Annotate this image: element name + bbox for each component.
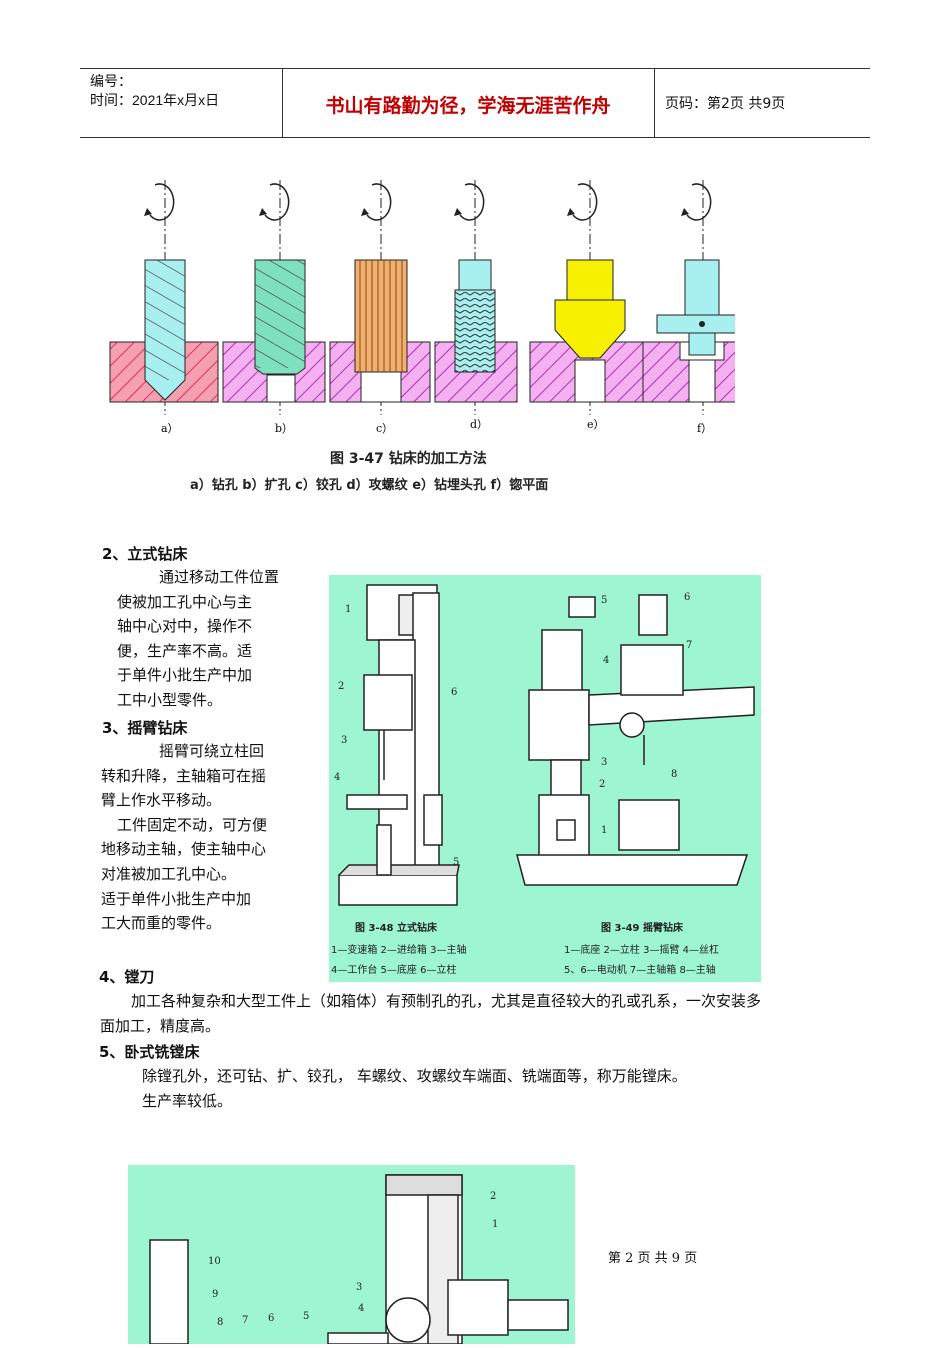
callout: 3: [601, 757, 607, 768]
header-meta: 编号： 时间：2021年x月x日: [90, 72, 280, 110]
radial-drill: [516, 594, 755, 886]
callout: 2: [338, 681, 344, 692]
text-line: 生产率较低。: [142, 1091, 233, 1110]
text-line: 面加工，精度高。: [100, 1016, 221, 1035]
text-line: 加工各种复杂和大型工件上（如箱体）有预制孔的孔，尤其是直径较大的孔或孔系，一次安…: [131, 992, 762, 1010]
sub-figure-labels: a） b） c） d） e） f）: [161, 418, 712, 435]
text-line: 臂上作水平移动。: [101, 791, 222, 810]
section-5-body: 除镗孔外，还可钻、扩、铰孔， 车螺纹、攻螺纹车端面、铣端面等，称万能镗床。 生产…: [142, 1064, 687, 1113]
code-label: 编号：: [90, 73, 132, 89]
callout: 10: [208, 1256, 221, 1267]
callout: 8: [217, 1317, 223, 1328]
callout: 4: [358, 1303, 364, 1314]
drilling-machines-figure: 1 2 3 4 5 6 1 2 3 4 5 6 7 8 图 3-48 立式钻床 …: [329, 575, 761, 982]
sub-label-c: c）: [376, 422, 393, 435]
callout: 1: [601, 825, 607, 836]
horizontal-boring-mill-figure: 2 1 10 9 3 4 8 7 6 5: [128, 1165, 575, 1345]
callout: 5: [453, 857, 459, 868]
footer-page-number: 第 2 页 共 9 页: [608, 1251, 698, 1266]
callout: 7: [242, 1315, 248, 1326]
drilling-methods-figure: a） b） c） d） e） f）: [109, 180, 735, 435]
method-a-drilling: [109, 180, 219, 415]
figure-347-title: 图 3-47 钻床的加工方法: [330, 451, 487, 467]
method-c-reaming: [329, 180, 431, 415]
text-line: 适于单件小批生产中加: [101, 889, 252, 908]
figure-captions: 图 3-48 立式钻床 1—变速箱 2—进给箱 3—主轴 4—工作台 5—底座 …: [331, 921, 719, 976]
sub-label-e: e）: [587, 418, 605, 431]
callout: 3: [341, 735, 347, 746]
callout: 5: [303, 1311, 309, 1322]
caption-348-title: 图 3-48 立式钻床: [355, 921, 438, 934]
text-line: 转和升降，主轴箱可在摇: [101, 766, 267, 785]
sub-label-a: a）: [161, 422, 179, 435]
callout: 8: [671, 769, 677, 780]
text-line: 于单件小批生产中加: [117, 666, 253, 685]
callouts-radial-drill: 1 2 3 4 5 6 7 8: [599, 592, 692, 836]
callout: 2: [490, 1191, 496, 1202]
header-motto: 书山有路勤为径，学海无涯苦作舟: [325, 95, 611, 117]
text-line: 工件固定不动，可方便: [117, 815, 268, 834]
text-line: 工大而重的零件。: [101, 914, 222, 933]
figure-347-legend: a）钻孔 b）扩孔 c）铰孔 d）攻螺纹 e）钻埋头孔 f）锪平面: [190, 478, 549, 493]
text-line: 通过移动工件位置: [159, 568, 280, 586]
sub-label-d: d）: [470, 418, 488, 431]
section-5-heading: 5、卧式铣镗床: [99, 1043, 200, 1061]
callout: 2: [599, 779, 605, 790]
section-3-body: 摇臂可绕立柱回 转和升降，主轴箱可在摇 臂上作水平移动。 工件固定不动，可方便 …: [101, 739, 267, 936]
header-divider: [282, 69, 283, 137]
page-header: 编号： 时间：2021年x月x日 书山有路勤为径，学海无涯苦作舟 页码：第2页 …: [80, 68, 870, 138]
caption-349-title: 图 3-49 摇臂钻床: [601, 921, 684, 934]
caption-349-line1: 1—底座 2—立柱 3—摇臂 4—丝杠: [564, 943, 719, 956]
text-line: 除镗孔外，还可钻、扩、铰孔， 车螺纹、攻螺纹车端面、铣端面等，称万能镗床。: [142, 1067, 687, 1085]
sub-label-f: f）: [697, 422, 712, 435]
vertical-drill-press: [338, 584, 460, 906]
callout: 5: [601, 595, 607, 606]
text-line: 对准被加工孔中心。: [101, 864, 237, 883]
callout: 6: [451, 687, 457, 698]
callout: 4: [334, 772, 340, 783]
method-e-countersinking: [529, 180, 649, 415]
caption-348-line1: 1—变速箱 2—进给箱 3—主轴: [331, 943, 466, 956]
boring-mill-body: [149, 1174, 569, 1345]
section-2-heading: 2、立式钻床: [102, 545, 188, 563]
caption-349-line2: 5、6—电动机 7—主轴箱 8—主轴: [564, 963, 716, 976]
time-label: 时间：2021年x月x日: [90, 92, 220, 108]
section-4-heading: 4、镗刀: [99, 968, 155, 986]
drilling-machines-drawing: 1 2 3 4 5 6 1 2 3 4 5 6 7 8 图 3-48 立式钻床 …: [331, 584, 755, 976]
method-d-tapping: [434, 180, 518, 415]
method-b-expanding: [222, 180, 326, 415]
callout: 7: [686, 640, 692, 651]
method-f-spot-facing: [642, 180, 735, 415]
caption-348-line2: 4—工作台 5—底座 6—立柱: [331, 963, 456, 976]
header-page-info: 页码：第2页 共9页: [665, 96, 786, 112]
section-4-body: 加工各种复杂和大型工件上（如箱体）有预制孔的孔，尤其是直径较大的孔或孔系，一次安…: [100, 989, 761, 1038]
callout: 1: [345, 604, 351, 615]
section-3-heading: 3、摇臂钻床: [102, 719, 188, 737]
callout: 1: [492, 1219, 498, 1230]
header-divider: [654, 69, 655, 137]
section-2-body: 通过移动工件位置 使被加工孔中心与主 轴中心对中，操作不 便，生产率不高。适 于…: [117, 565, 279, 713]
callout: 6: [684, 592, 690, 603]
callout: 6: [268, 1313, 274, 1324]
text-line: 轴中心对中，操作不: [117, 617, 253, 636]
callouts-boring-mill: 2 1 10 9 3 4 8 7 6 5: [208, 1191, 498, 1328]
sub-label-b: b）: [275, 422, 293, 435]
text-line: 地移动主轴，使主轴中心: [101, 840, 267, 859]
text-line: 使被加工孔中心与主: [117, 592, 253, 611]
callout: 4: [603, 655, 609, 666]
boring-mill-drawing: 2 1 10 9 3 4 8 7 6 5: [149, 1174, 569, 1345]
callout: 3: [356, 1282, 362, 1293]
callout: 9: [212, 1289, 218, 1300]
callouts-vertical-drill: 1 2 3 4 5 6: [334, 604, 459, 868]
text-line: 工中小型零件。: [117, 690, 223, 709]
text-line: 便，生产率不高。适: [117, 641, 253, 660]
text-line: 摇臂可绕立柱回: [159, 742, 265, 760]
